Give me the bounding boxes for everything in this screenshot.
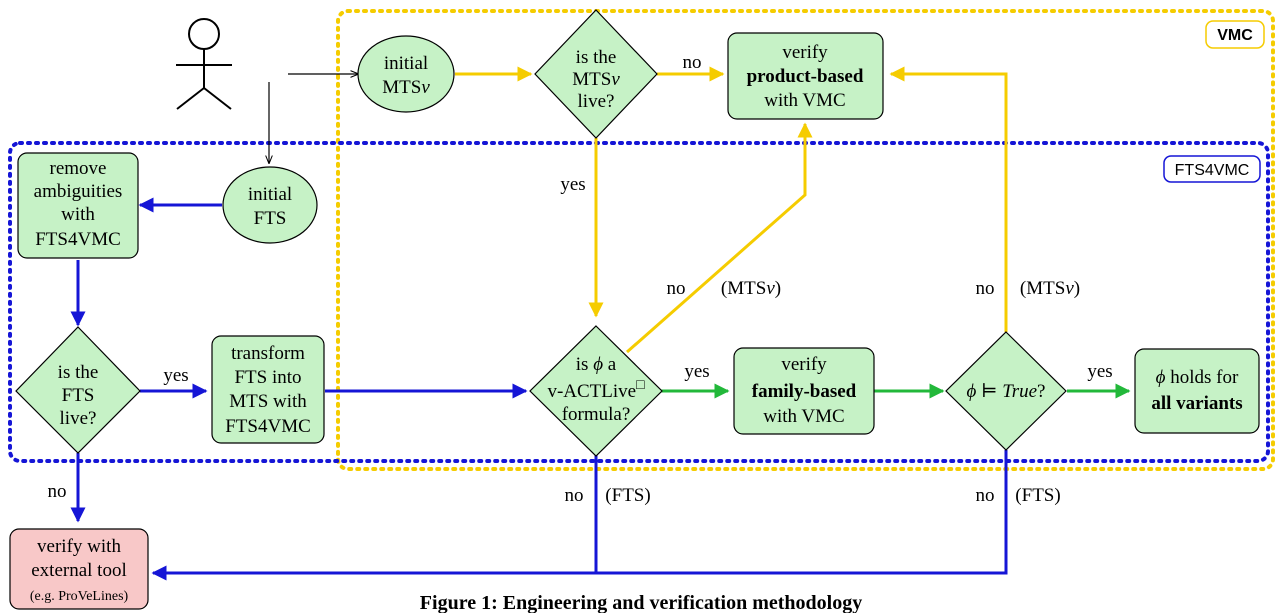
label-yes-phi-true: yes xyxy=(1087,361,1112,382)
node-external-line3: (e.g. ProVeLines) xyxy=(30,589,129,604)
node-verify-product-line1: verify xyxy=(782,42,828,63)
label-yes-mtsv-live: yes xyxy=(560,174,585,195)
node-initial-mtsv-line1: initial xyxy=(384,53,428,74)
node-transform-line3: MTS with xyxy=(229,391,307,412)
fts4vmc-region-tag xyxy=(1163,155,1261,183)
node-initial-fts: initial FTS xyxy=(222,166,318,244)
node-transform-line2: FTS into xyxy=(234,367,301,388)
node-is-phi-line2: v-ACTLive□ xyxy=(547,378,645,402)
node-phi-true: ϕ ⊨ True? xyxy=(945,331,1067,451)
node-initial-mtsv: initial MTSv xyxy=(357,35,455,113)
edge-phi-formula-no-fts-to-external xyxy=(151,455,598,581)
node-remove-line2: ambiguities xyxy=(34,181,123,202)
label-yes-phi-formula: yes xyxy=(684,361,709,382)
edge-phi-formula-no-to-product xyxy=(626,122,813,354)
node-is-fts-live: is the FTS live? xyxy=(15,326,141,454)
label-yes-fts-live: yes xyxy=(163,365,188,386)
node-initial-fts-line1: initial xyxy=(248,184,292,205)
node-holds-all-variants: ϕ holds for all variants xyxy=(1134,348,1260,434)
node-is-phi-line3: formula? xyxy=(562,404,631,425)
label-no-mtsv-live: no xyxy=(683,52,702,73)
label-no-phi-formula-fts: no xyxy=(565,485,584,506)
label-no-phi-formula: no xyxy=(667,278,686,299)
node-verify-product-line3: with VMC xyxy=(764,90,845,111)
node-verify-product-based: verify product-based with VMC xyxy=(727,32,884,120)
vmc-region-label: VMC xyxy=(1217,27,1253,44)
user-figure-icon xyxy=(176,18,232,110)
label-fts-phi-true: (FTS) xyxy=(1015,485,1060,506)
node-verify-family-line1: verify xyxy=(781,354,827,375)
node-transform: transform FTS into MTS with FTS4VMC xyxy=(211,335,325,444)
node-transform-line4: FTS4VMC xyxy=(225,416,311,437)
node-holds-line1: ϕ holds for xyxy=(1156,367,1239,388)
node-is-phi-line1: is ϕ a xyxy=(576,354,617,375)
label-no-fts-live: no xyxy=(48,481,67,502)
figure-caption: Figure 1: Engineering and verification m… xyxy=(420,592,862,613)
node-remove-line1: remove xyxy=(50,158,107,179)
label-mtsv-phi-formula: (MTSv) xyxy=(721,278,781,299)
node-remove-ambiguities: remove ambiguities with FTS4VMC xyxy=(17,152,139,259)
node-verify-product-line2: product-based xyxy=(747,66,864,87)
fts4vmc-region-frame xyxy=(8,141,1270,463)
node-is-mtsv-live-line2: MTSv xyxy=(572,69,620,90)
node-initial-fts-line2: FTS xyxy=(254,208,287,229)
node-is-fts-live-line1: is the xyxy=(58,362,99,383)
node-holds-line2: all variants xyxy=(1151,393,1242,414)
node-is-mtsv-live-line1: is the xyxy=(576,47,617,68)
label-no-phi-true-fts: no xyxy=(976,485,995,506)
edge-phi-true-no-to-product xyxy=(889,66,1008,332)
node-transform-line1: transform xyxy=(231,343,305,364)
node-external-line2: external tool xyxy=(31,560,127,581)
node-is-mtsv-live: is the MTSv live? xyxy=(534,9,658,139)
node-is-fts-live-line3: live? xyxy=(60,408,97,429)
node-initial-mtsv-line2: MTSv xyxy=(382,77,430,98)
node-verify-family-line2: family-based xyxy=(752,381,857,402)
vmc-region-tag xyxy=(1205,20,1265,49)
node-is-mtsv-live-line3: live? xyxy=(578,91,615,112)
node-remove-line3: with xyxy=(61,204,95,225)
node-phi-true-text: ϕ ⊨ True? xyxy=(967,381,1046,402)
edge-phi-true-no-fts-to-external xyxy=(596,450,1008,575)
node-verify-family-line3: with VMC xyxy=(763,406,844,427)
label-mtsv-phi-true: (MTSv) xyxy=(1020,278,1080,299)
label-no-phi-true: no xyxy=(976,278,995,299)
label-fts-phi-formula: (FTS) xyxy=(605,485,650,506)
node-is-fts-live-line2: FTS xyxy=(62,385,95,406)
node-remove-line4: FTS4VMC xyxy=(35,229,121,250)
fts4vmc-region-label: FTS4VMC xyxy=(1175,162,1250,179)
vmc-region-frame xyxy=(336,9,1275,471)
node-external-line1: verify with xyxy=(37,536,121,557)
node-external-tool: verify with external tool (e.g. ProVeLin… xyxy=(9,528,149,610)
node-verify-family-based: verify family-based with VMC xyxy=(733,347,875,435)
node-is-phi-formula: is ϕ a v-ACTLive□ formula? xyxy=(529,325,663,457)
